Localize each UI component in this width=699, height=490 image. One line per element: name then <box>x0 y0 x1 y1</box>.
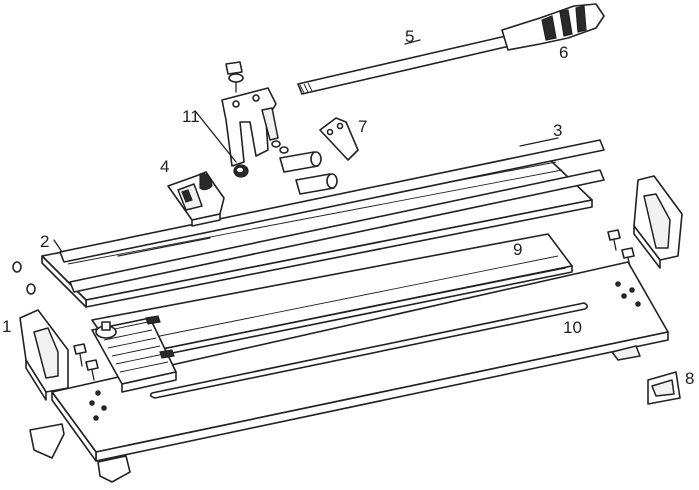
label-8: 8 <box>685 369 694 388</box>
rollers <box>279 151 338 195</box>
end-support-right <box>633 175 683 269</box>
label-6: 6 <box>559 43 568 62</box>
retaining-clip <box>319 117 359 161</box>
handle-grip <box>501 3 605 51</box>
carriage-bracket <box>167 171 225 227</box>
guide-rod-lower <box>69 169 605 293</box>
guide-rod-upper <box>59 139 605 263</box>
bolts-and-washers <box>12 229 635 381</box>
label-5: 5 <box>405 27 414 46</box>
label-4: 4 <box>160 157 169 176</box>
handle-rod <box>297 35 511 95</box>
end-support-left <box>19 309 69 401</box>
label-9: 9 <box>513 240 522 259</box>
label-11: 11 <box>182 107 200 126</box>
measuring-stop <box>91 315 177 393</box>
callout-labels: 1 2 3 4 5 6 7 8 9 10 11 <box>2 27 694 388</box>
base-holes <box>89 281 641 421</box>
label-1: 1 <box>2 317 11 336</box>
label-10: 10 <box>563 318 582 337</box>
label-2: 2 <box>40 232 49 251</box>
rubber-feet <box>29 371 681 483</box>
base-plate <box>51 261 669 462</box>
label-7: 7 <box>358 117 367 136</box>
leader-lines <box>53 39 559 253</box>
label-3: 3 <box>553 121 562 140</box>
cutter-head-assembly <box>195 61 289 178</box>
